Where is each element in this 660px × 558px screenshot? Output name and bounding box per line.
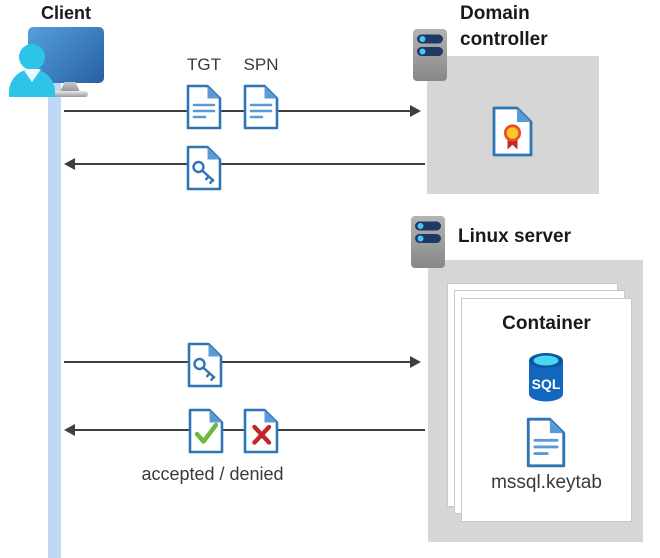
spn-document-icon (243, 84, 279, 130)
client-title: Client (40, 3, 91, 23)
key-ticket-icon (187, 342, 223, 388)
arrow-request-tgt-line (64, 110, 410, 112)
arrow-right-icon (410, 105, 421, 117)
arrow-left-icon (64, 424, 75, 436)
monitor-stand-icon (60, 82, 80, 92)
arrow-left-icon (64, 158, 75, 170)
accepted-document-icon (188, 408, 224, 454)
tgt-label: TGT (187, 55, 221, 74)
tgt-document-icon (186, 84, 222, 130)
user-head-icon (19, 44, 45, 70)
sql-database-icon: SQL (529, 353, 563, 402)
accepted-denied-label: accepted / denied (141, 464, 284, 484)
server-icon (413, 29, 447, 81)
container-page-front (461, 298, 632, 522)
sql-badge-text: SQL (532, 376, 561, 392)
keytab-label: mssql.keytab (491, 472, 602, 493)
certificate-icon (492, 106, 533, 157)
keytab-document-icon (526, 417, 566, 468)
spn-label: SPN (243, 55, 279, 74)
key-ticket-icon (186, 145, 222, 191)
monitor-base-icon (52, 91, 88, 97)
domain-controller-title: Domain controller (460, 3, 548, 50)
linux-server-title: Linux server (458, 226, 571, 247)
arrow-right-icon (410, 356, 421, 368)
container-title: Container (502, 313, 591, 334)
arrow-return-ticket-line (75, 163, 425, 165)
denied-document-icon (243, 408, 279, 454)
arrow-send-ticket-line (64, 361, 410, 363)
client-timeline-bar (48, 83, 61, 558)
server-icon (411, 216, 445, 268)
